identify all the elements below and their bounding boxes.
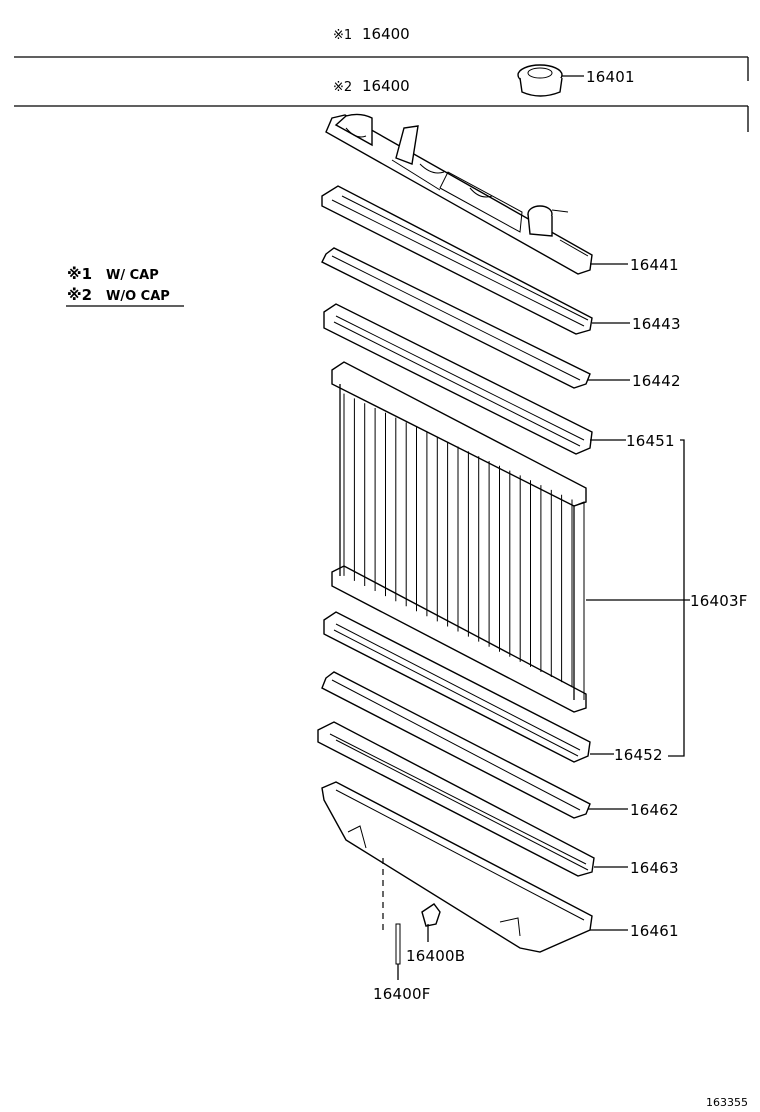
header-symbol-1: ※1 bbox=[333, 28, 352, 43]
upper-tank[interactable] bbox=[325, 113, 593, 275]
label-cap[interactable]: 16401 bbox=[586, 68, 635, 86]
lower-gasket[interactable] bbox=[317, 721, 595, 877]
legend-text-1: W/ CAP bbox=[106, 268, 159, 283]
lower-core-plate[interactable] bbox=[323, 611, 591, 763]
label-drain-plug[interactable]: 16400F bbox=[373, 985, 431, 1003]
legend-symbol-2: ※2 bbox=[67, 286, 92, 304]
header-row-1: ※1 16400 bbox=[14, 25, 749, 81]
label-lower-tank[interactable]: 16461 bbox=[630, 922, 679, 940]
upper-seal[interactable] bbox=[321, 247, 591, 389]
upper-gasket[interactable] bbox=[321, 185, 593, 335]
legend-symbol-1: ※1 bbox=[67, 265, 92, 283]
core-fins bbox=[343, 393, 573, 688]
header-part-2[interactable]: 16400 bbox=[362, 77, 410, 95]
figure-reference: 163355 bbox=[706, 1096, 748, 1109]
lower-seal[interactable] bbox=[321, 671, 591, 819]
upper-core-plate[interactable] bbox=[323, 303, 593, 455]
label-lower-gasket[interactable]: 16463 bbox=[630, 859, 679, 877]
legend-text-2: W/O CAP bbox=[106, 289, 170, 304]
label-lower-core-plate[interactable]: 16452 bbox=[614, 746, 663, 764]
header-symbol-2: ※2 bbox=[333, 80, 352, 95]
label-upper-core-plate[interactable]: 16451 bbox=[626, 432, 675, 450]
header-part-1[interactable]: 16400 bbox=[362, 25, 410, 43]
leader-lines bbox=[562, 75, 690, 931]
label-upper-gasket[interactable]: 16443 bbox=[632, 315, 681, 333]
lower-tank[interactable] bbox=[321, 781, 593, 953]
header-row-2: ※2 16400 bbox=[14, 77, 749, 132]
label-core[interactable]: 16403F bbox=[690, 592, 748, 610]
label-lower-seal[interactable]: 16462 bbox=[630, 801, 679, 819]
label-upper-seal[interactable]: 16442 bbox=[632, 372, 681, 390]
drain-cock[interactable] bbox=[421, 903, 441, 942]
radiator-core[interactable] bbox=[331, 361, 587, 713]
drain-plug[interactable] bbox=[382, 858, 401, 980]
part-labels: 16401 16441 16443 16442 16451 16403F 164… bbox=[373, 68, 748, 1003]
radiator-cap[interactable] bbox=[517, 64, 563, 97]
label-upper-tank[interactable]: 16441 bbox=[630, 256, 679, 274]
label-drain-cock[interactable]: 16400B bbox=[406, 947, 465, 965]
legend: ※1 W/ CAP ※2 W/O CAP bbox=[66, 265, 184, 307]
